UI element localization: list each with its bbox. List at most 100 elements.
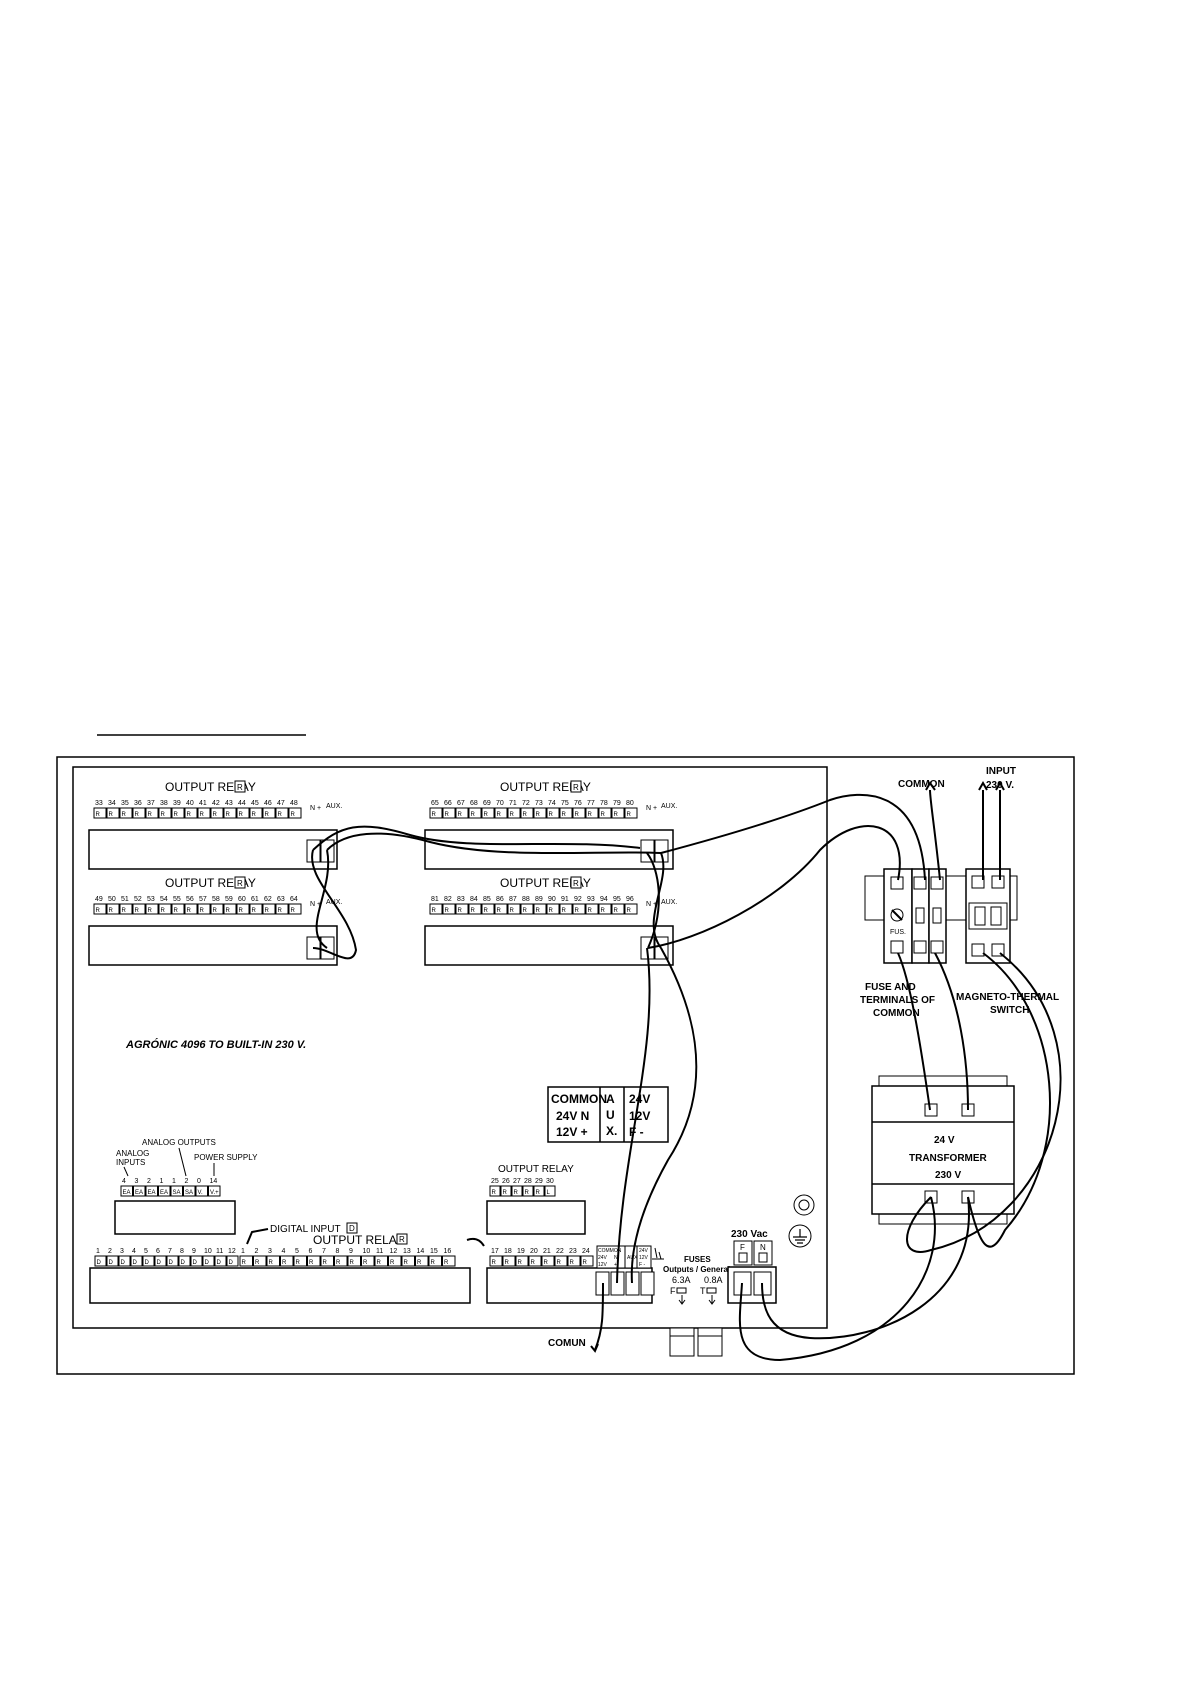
earth-icon [652, 1247, 664, 1260]
terminal-code: R [497, 812, 502, 818]
terminal-number: 76 [574, 800, 582, 807]
terminal-code-box [624, 903, 638, 915]
terminal-strip: 49R50R51R52R53R54R55R56R57R58R59R60R61R6… [93, 896, 302, 915]
digital-input-label: DIGITAL INPUT [270, 1224, 341, 1235]
terminal-code: EA [160, 1190, 168, 1196]
terminal-code-box [223, 903, 237, 915]
terminal-code-box [481, 903, 495, 915]
wiring [311, 780, 1062, 1362]
terminal-code-box [293, 1255, 307, 1267]
cable-gland [697, 1327, 723, 1357]
connector [640, 1271, 655, 1296]
fuse-t-symbol: T [700, 1286, 706, 1296]
transformer-body [871, 1085, 1015, 1215]
terminal-code: R [458, 812, 463, 818]
terminal-code-box [106, 807, 120, 819]
cable-gland [669, 1327, 695, 1357]
terminal-number: 81 [431, 896, 439, 903]
terminal-code-box [119, 807, 133, 819]
terminal-number: 72 [522, 800, 530, 807]
common-table-text: F - [629, 1125, 644, 1139]
terminal-number: 67 [457, 800, 465, 807]
terminal-code-box [106, 1255, 119, 1267]
terminal-code-box [275, 807, 289, 819]
terminal-code: D [193, 1260, 198, 1266]
terminal-code-box [236, 807, 250, 819]
analog-board [114, 1200, 236, 1235]
terminal-number: 91 [561, 896, 569, 903]
terminal-number: 92 [574, 896, 582, 903]
terminal-code-box [455, 807, 469, 819]
terminal-number: 6 [156, 1248, 160, 1255]
terminal-code: R [544, 1260, 549, 1266]
terminal-code: R [627, 812, 632, 818]
terminal-code: R [109, 908, 114, 914]
terminal-code: R [291, 812, 296, 818]
terminal-code: R [536, 1190, 541, 1196]
terminal-code: L [547, 1190, 551, 1196]
terminal-code: R [161, 908, 166, 914]
terminal-number: 8 [180, 1248, 184, 1255]
terminal-code-box [262, 903, 276, 915]
terminal-code: R [431, 1260, 436, 1266]
terminal-number: 52 [134, 896, 142, 903]
terminal-number: 39 [173, 800, 181, 807]
terminal-code-box [249, 903, 263, 915]
terminal-code-box [236, 903, 250, 915]
terminal-code: R [174, 908, 179, 914]
terminal-number: 94 [600, 896, 608, 903]
terminal-code: R [226, 908, 231, 914]
terminal-code-box [197, 903, 211, 915]
terminal-number: 68 [470, 800, 478, 807]
terminal-number: 53 [147, 896, 155, 903]
terminal-code-box [429, 807, 443, 819]
terminal-code: D [169, 1260, 174, 1266]
terminal-code-box [442, 1255, 456, 1267]
transformer-bracket-bottom [878, 1213, 1008, 1225]
terminal-code: R [96, 812, 101, 818]
terminal-code-box [195, 1185, 208, 1197]
terminal-code: R [109, 812, 114, 818]
terminal-code: SA [185, 1190, 193, 1196]
terminal-code: R [432, 908, 437, 914]
fuse-terminals-label: TERMINALS OF [860, 995, 935, 1006]
terminal-number: 30 [546, 1178, 554, 1185]
terminal-code-box [132, 903, 146, 915]
terminal-code-box [183, 1185, 196, 1197]
terminal-number: 3 [120, 1248, 124, 1255]
terminal-code: R [471, 812, 476, 818]
terminal-code: R [562, 812, 567, 818]
terminal-code-box [94, 1255, 107, 1267]
terminal-code-box [559, 807, 573, 819]
terminal-code: R [390, 1260, 395, 1266]
terminal-number: 1 [172, 1178, 176, 1185]
terminal-code-box [214, 1255, 227, 1267]
terminal-code-box [511, 1185, 523, 1197]
terminal-number: 37 [147, 800, 155, 807]
terminal-number: 75 [561, 800, 569, 807]
terminal-code: R [518, 1260, 523, 1266]
terminal-code-box [611, 903, 625, 915]
terminal-code-box [120, 1185, 133, 1197]
terminal-number: 1 [160, 1178, 164, 1185]
terminal-code: R [510, 812, 515, 818]
common-table-text: 12V [629, 1109, 650, 1123]
terminal-code: D [97, 1260, 102, 1266]
terminal-code-box [502, 1255, 516, 1267]
terminal-number: 10 [363, 1248, 371, 1255]
terminal-number: 83 [457, 896, 465, 903]
fuse-t-rating: 0.8A [704, 1275, 723, 1285]
terminal-code: R [363, 1260, 368, 1266]
terminal-code-box [401, 1255, 415, 1267]
terminal-number: 2 [255, 1248, 259, 1255]
terminal-code-box [190, 1255, 203, 1267]
relay-block-title: OUTPUT RELAY [165, 876, 256, 890]
terminal-code: R [471, 908, 476, 914]
relay-badge-text: R [573, 879, 579, 888]
n-plus-label: N + [646, 805, 657, 812]
analog-outputs-label: ANALOG OUTPUTS [142, 1138, 216, 1147]
terminal-strip: 33R34R35R36R37R38R39R40R41R42R43R44R45R4… [93, 800, 302, 819]
common-table-text: 24V N [556, 1109, 589, 1123]
